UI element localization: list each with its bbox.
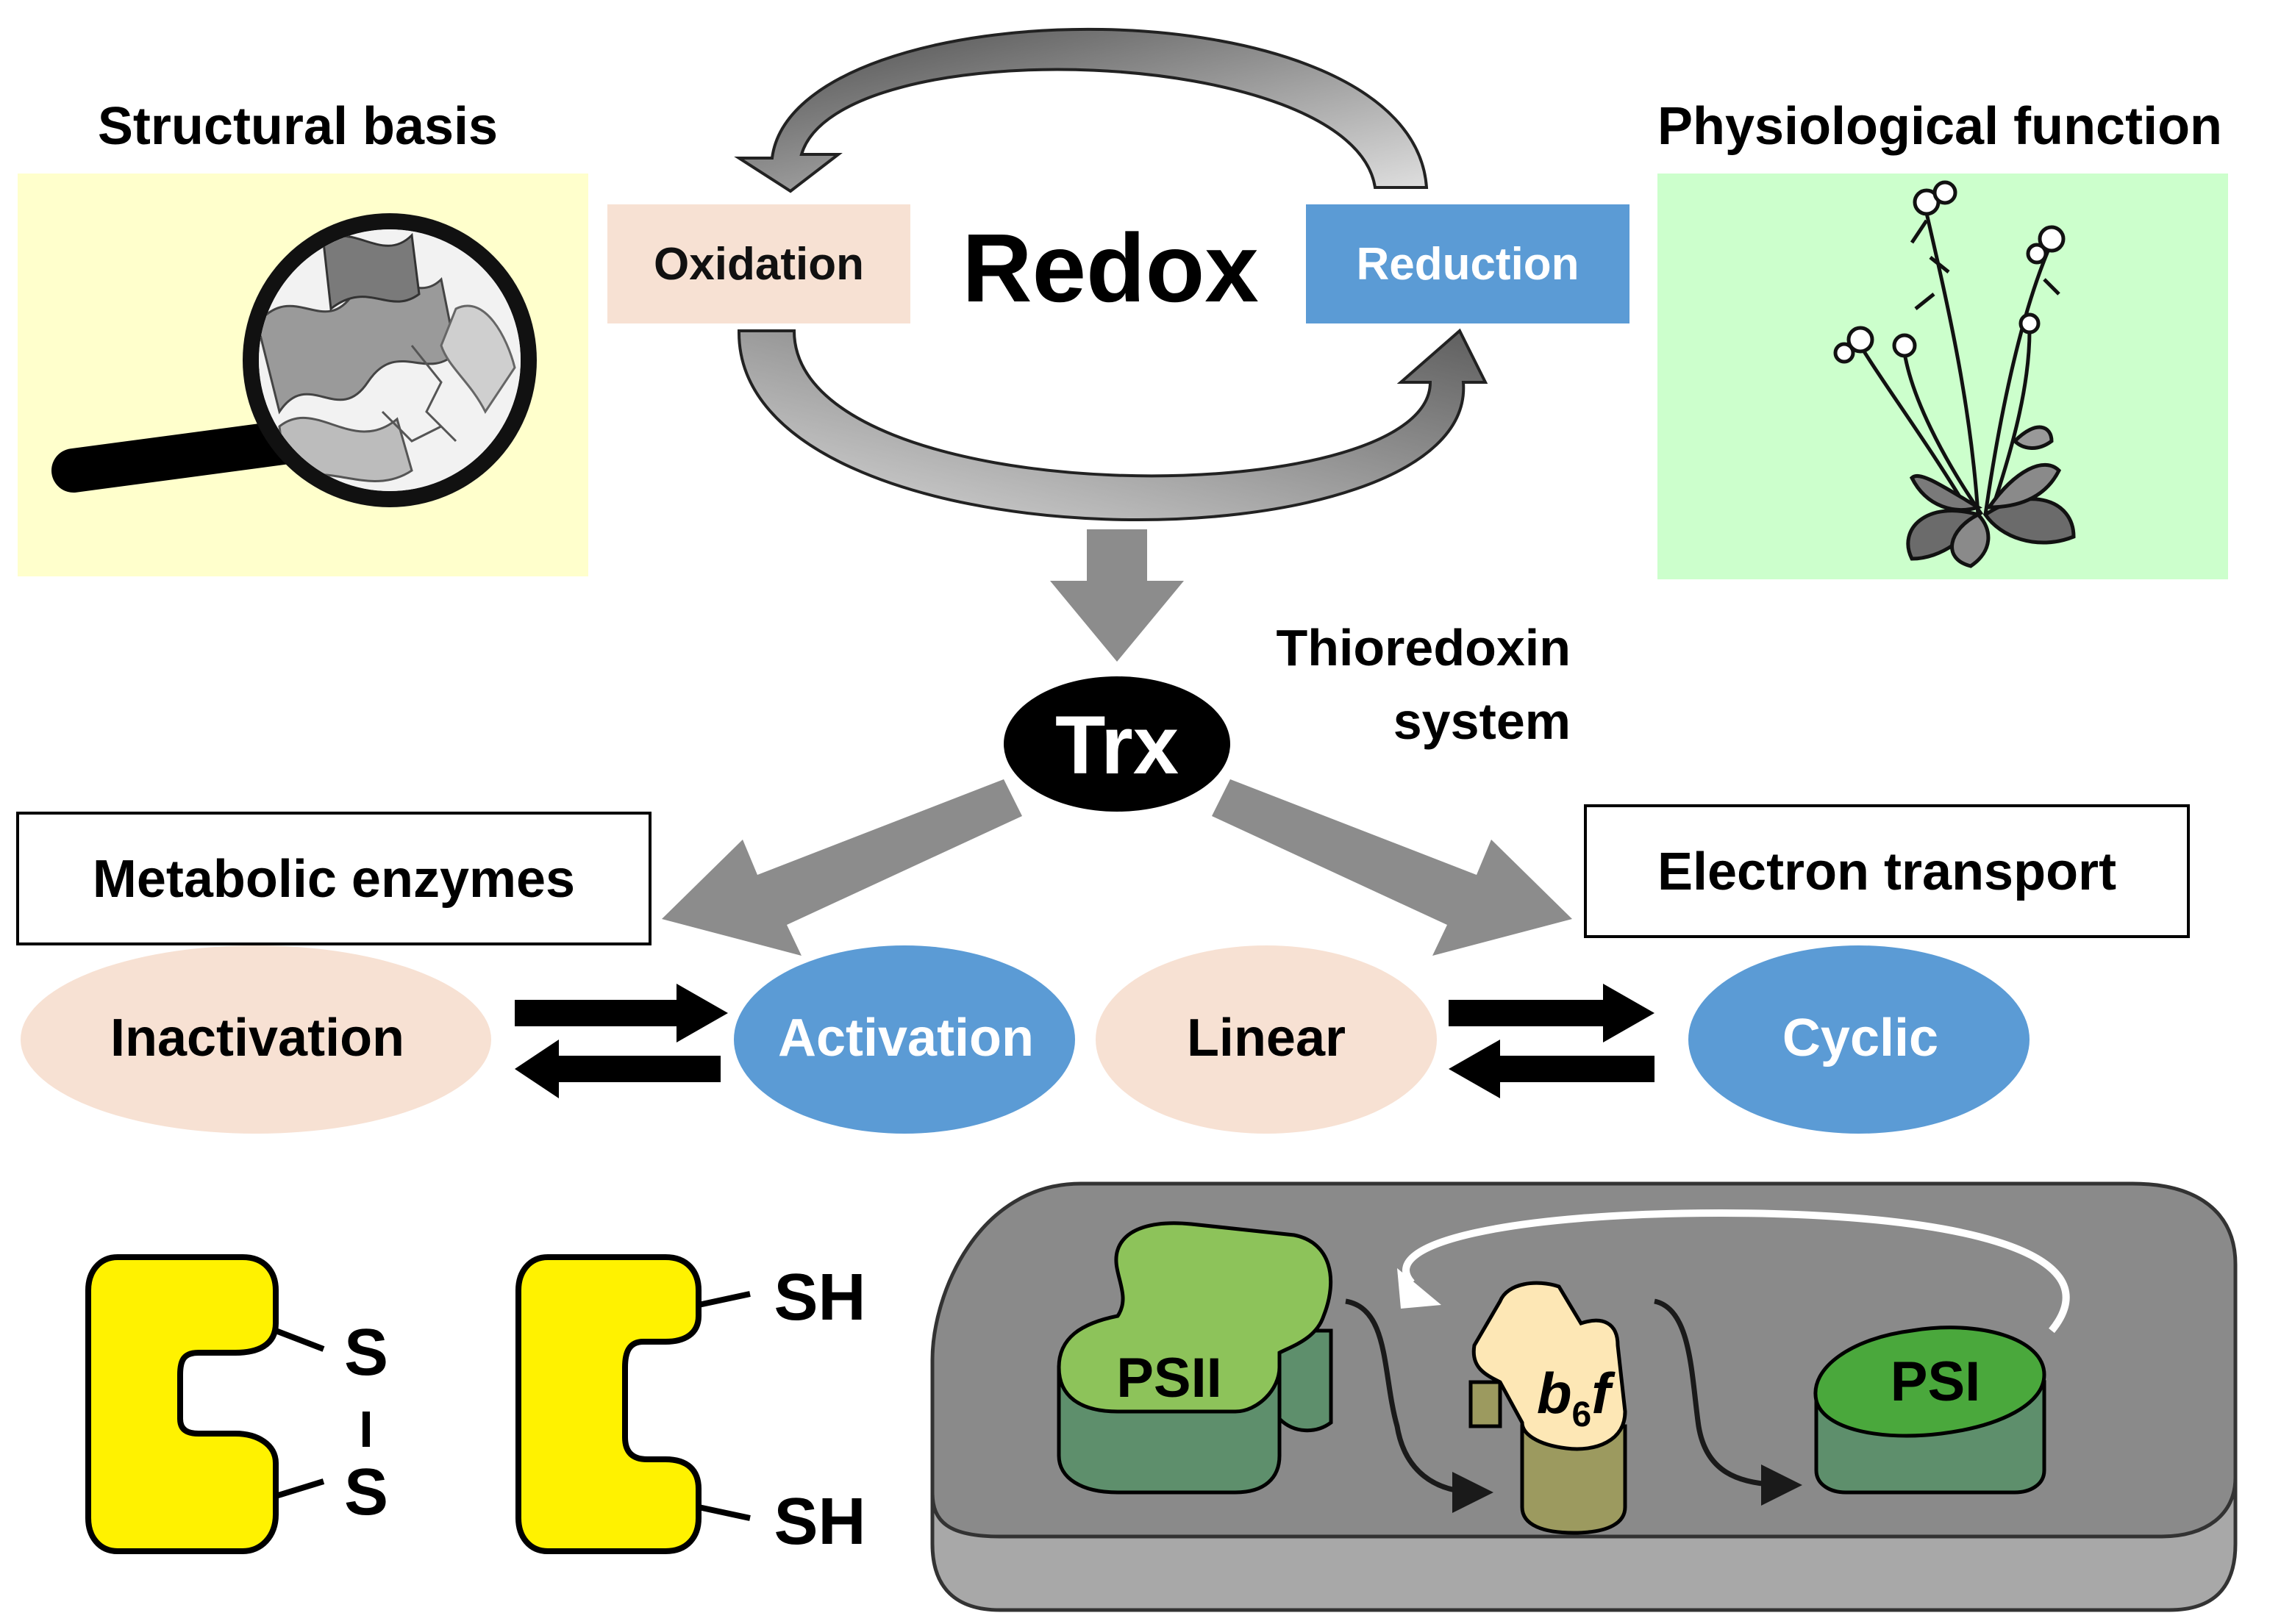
inactivation-label: Inactivation [110,1009,404,1067]
disulfide-s-bottom: S [344,1456,388,1529]
electron-transport-label: Electron transport [1657,843,2116,901]
trx-to-metabolic-arrow [662,779,1022,956]
thioredoxin-system-line2: system [1393,693,1571,750]
thioredoxin-system-line1: Thioredoxin [1276,619,1571,676]
b6f-b: b [1537,1361,1572,1426]
b6f-subscript: 6 [1571,1395,1591,1434]
structural-basis-title: Structural basis [98,97,498,156]
psii-complex: PSII [1057,1221,1333,1495]
trx-label: Trx [1055,699,1179,791]
oxidation-box [607,204,910,323]
psi-complex: PSI [1813,1326,2046,1495]
thiol-sh-bottom: SH [774,1485,865,1559]
activation-label: Activation [778,1009,1034,1067]
activation-oval [734,945,1075,1134]
cyclic-label: Cyclic [1782,1009,1938,1067]
structural-basis-panel: Structural basis [18,97,588,576]
electron-transport-box [1584,804,2190,938]
physiological-function-panel: Physiological function [1657,97,2228,579]
linear-label: Linear [1187,1009,1346,1067]
b6f-complex: b6f [1468,1281,1627,1535]
thiol-sh-top: SH [774,1261,865,1334]
b6f-label: b6f [1537,1361,1616,1434]
cyclic-oval [1688,945,2030,1134]
upper-cycle-arrow [734,27,1429,193]
linear-oval [1096,945,1437,1134]
metabolic-enzymes-label: Metabolic enzymes [93,850,575,909]
enzyme-equilibrium-arrows [515,984,728,1098]
trx-to-electron-transport-arrow [1212,779,1572,956]
magnifying-glass-icon [51,213,537,507]
disulfide-bond: I [359,1401,373,1458]
disulfide-s-top: S [344,1316,388,1389]
redox-to-trx-arrow [1050,529,1184,662]
lower-cycle-arrow [737,328,1488,521]
b6f-to-psi-arrow [1654,1298,1802,1506]
psii-label: PSII [1116,1347,1222,1409]
reduction-box [1306,204,1629,323]
thylakoid-membrane: PSII b6f PSI [930,1181,2238,1612]
psi-label: PSI [1891,1351,1981,1413]
reduced-protein: SH SH [515,1254,866,1559]
redox-title: Redox [962,214,1258,322]
physiological-function-title: Physiological function [1657,97,2222,156]
plant-icon [1833,180,2076,568]
psii-to-b6f-arrow [1345,1298,1493,1513]
inactivation-oval [21,945,491,1134]
electron-equilibrium-arrows [1449,984,1654,1098]
trx-ellipse [1004,676,1230,812]
reduction-label: Reduction [1356,239,1579,290]
cyclic-return-arrow [1402,1209,2070,1334]
metabolic-enzymes-box [16,812,652,945]
oxidized-protein: S I S [85,1254,388,1554]
reduced-protein-shape [515,1254,702,1554]
oxidized-protein-shape [85,1254,279,1554]
redox-cycle: Oxidation Redox Reduction [607,27,1629,521]
protein-structure-icon [259,229,521,491]
oxidation-label: Oxidation [654,239,864,290]
